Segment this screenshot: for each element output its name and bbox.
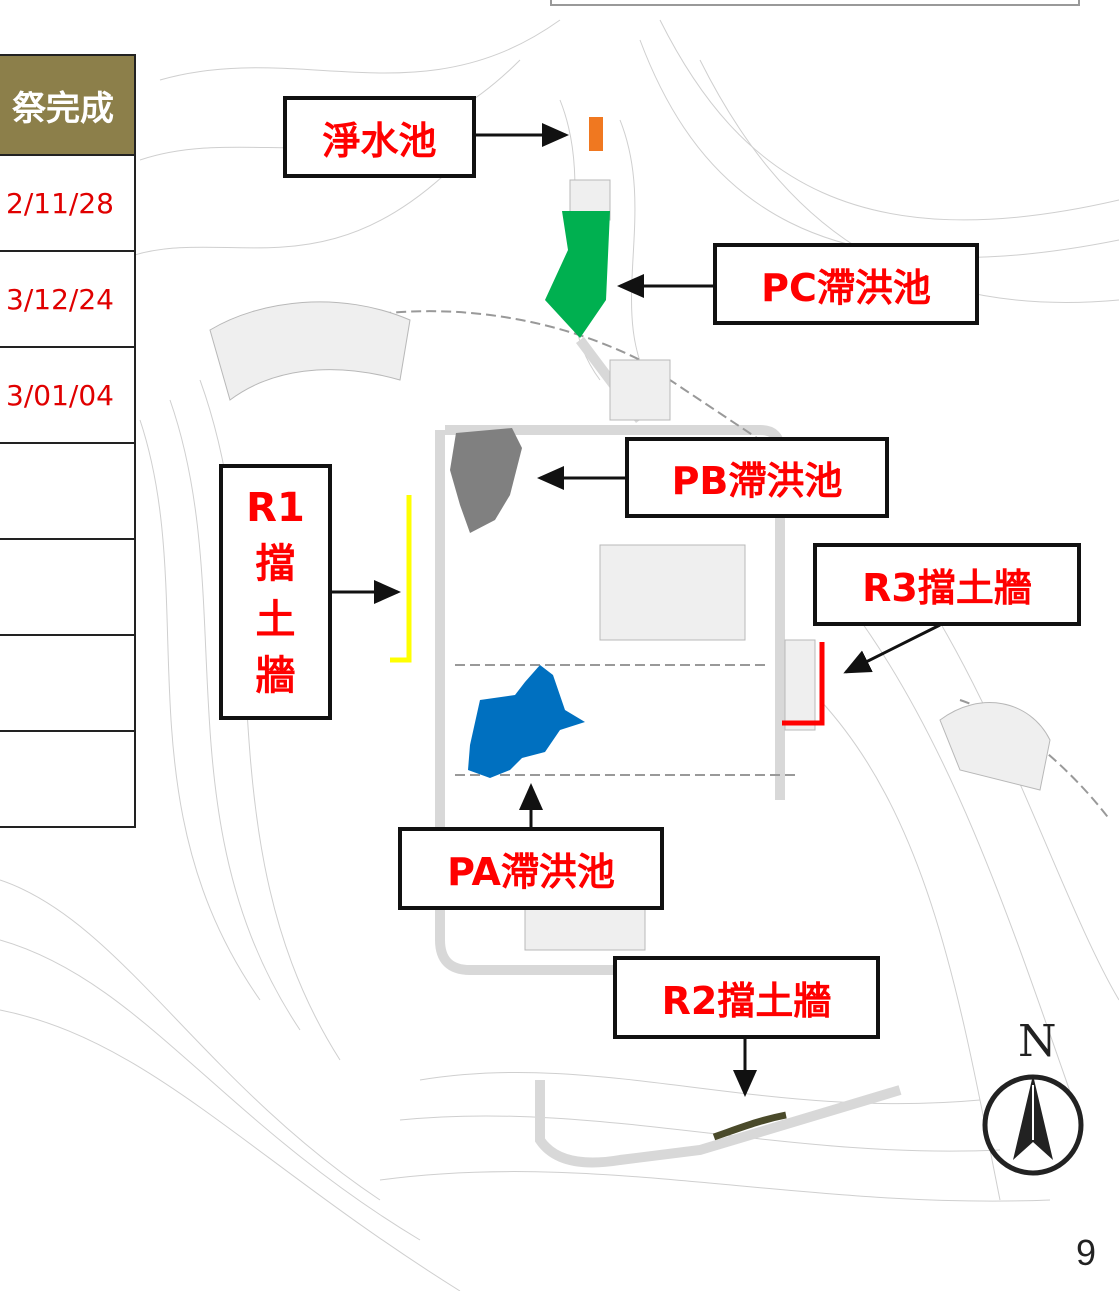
clean-water-pool-shape (589, 117, 603, 151)
label-pc-pond: PC滯洪池 (713, 243, 979, 325)
r1-char: R1 (246, 485, 305, 531)
r1-char: 土 (255, 597, 296, 643)
north-label: N (1018, 1016, 1057, 1067)
pb-pond-shape (450, 428, 522, 533)
pc-pond-shape (545, 211, 610, 338)
label-clean-water-pool: 淨水池 (283, 96, 476, 178)
schedule-table: 祭完成 2/11/28 3/12/24 3/01/04 (0, 54, 136, 828)
pa-pond-shape (468, 665, 585, 778)
north-arrow-icon (982, 1074, 1084, 1176)
table-cell (0, 538, 136, 636)
table-cell (0, 442, 136, 540)
table-cell: 3/12/24 (0, 250, 136, 348)
label-r1-wall: R1 擋 土 牆 (219, 464, 332, 720)
r1-char: 牆 (255, 653, 296, 699)
label-r3-wall: R3擋土牆 (813, 543, 1081, 626)
callout-arrows (331, 123, 941, 1097)
label-r2-wall: R2擋土牆 (613, 956, 880, 1039)
label-pa-pond: PA滯洪池 (398, 827, 664, 910)
r3-wall-line (782, 642, 825, 726)
table-cell: 3/01/04 (0, 346, 136, 444)
table-cell (0, 634, 136, 732)
r1-char: 擋 (255, 541, 296, 587)
table-cell (0, 730, 136, 828)
table-header-completion: 祭完成 (0, 54, 136, 156)
r2-wall-line (712, 1111, 787, 1141)
table-cell: 2/11/28 (0, 154, 136, 252)
r1-wall-line (390, 495, 412, 663)
contour-lines (0, 19, 1119, 1291)
page-number: 9 (1076, 1232, 1097, 1273)
top-frame-edge (550, 0, 1080, 6)
label-pb-pond: PB滯洪池 (625, 437, 889, 518)
